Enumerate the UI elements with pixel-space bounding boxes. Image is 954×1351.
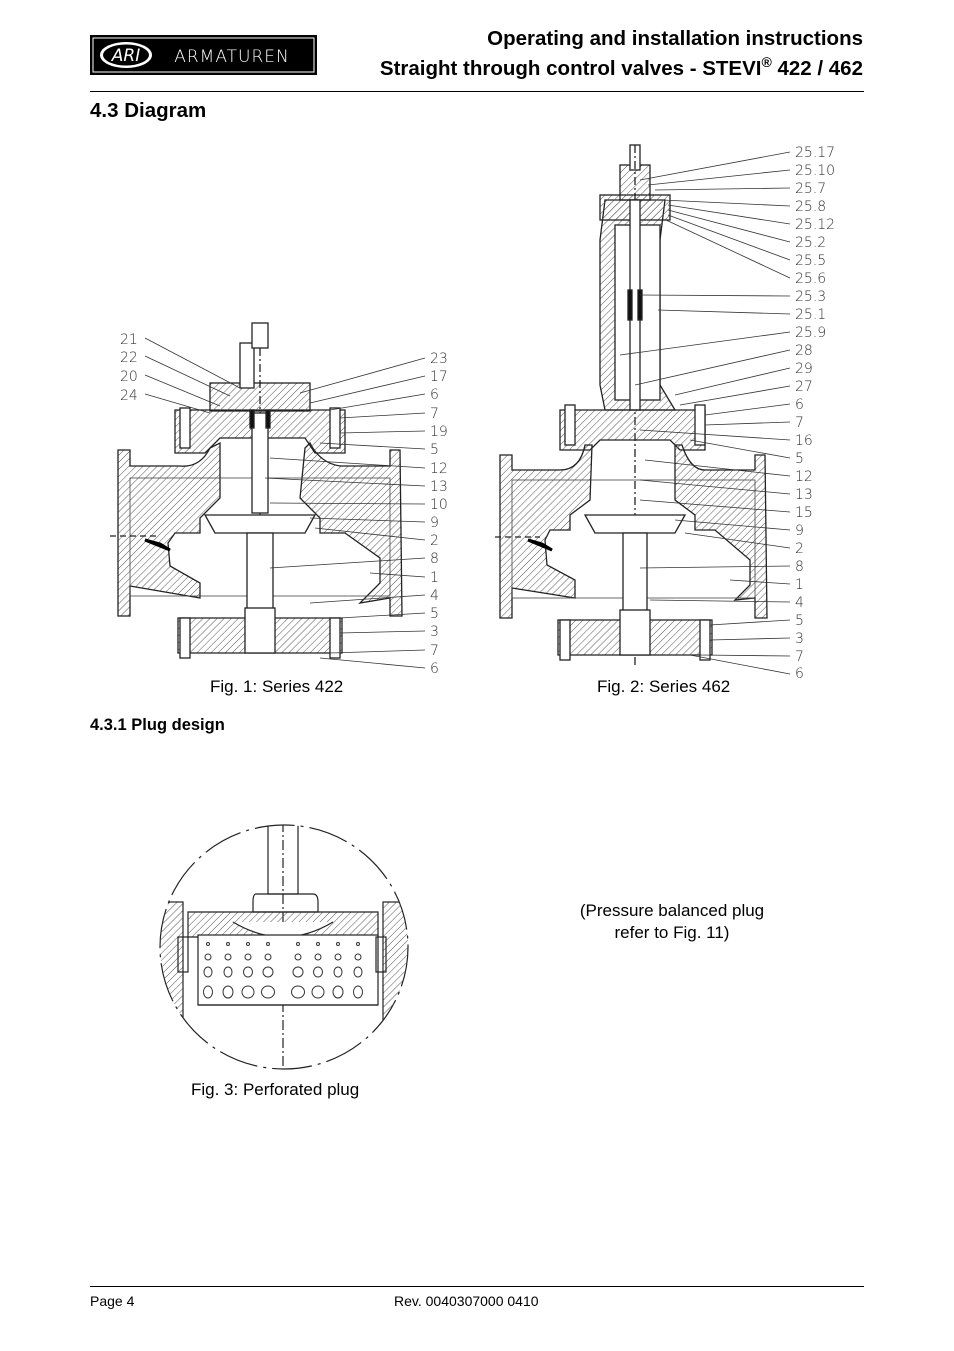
fig2-label: 1 [795,577,804,593]
fig1-label: 3 [430,624,439,640]
figure2-caption: Fig. 2: Series 462 [597,677,731,696]
ari-armaturen-logo: ARI ARMATUREN [90,35,317,75]
fig2-label: 13 [795,487,813,503]
fig1-label: 20 [120,369,138,385]
fig1-label: 21 [120,332,138,348]
svg-text:ARMATUREN: ARMATUREN [174,47,290,67]
fig2-label: 25.17 [795,145,835,161]
fig1-label: 6 [430,661,439,677]
fig2-label: 3 [795,631,804,647]
fig2-label: 5 [795,613,804,629]
note-line-1: (Pressure balanced plug [579,901,765,920]
fig2-label: 2 [795,541,804,557]
fig1-label: 9 [430,515,439,531]
fig1-label: 1 [430,570,439,586]
fig2-label: 25.8 [795,199,826,215]
figure3-caption: Fig. 3: Perforated plug [191,1080,360,1099]
fig2-label: 28 [795,343,813,359]
fig2-label: 15 [795,505,813,521]
fig2-label: 6 [795,397,804,413]
fig2-label: 25.2 [795,235,826,251]
page-number: Page 4 [90,1293,135,1309]
fig2-label: 25.12 [795,217,835,233]
section-heading: 4.3 Diagram [90,99,207,122]
fig2-label: 7 [795,649,804,665]
fig1-label: 24 [120,388,138,404]
fig1-label: 13 [430,479,448,495]
fig1-label: 12 [430,461,448,477]
fig1-label: 5 [430,442,439,458]
fig2-label: 25.7 [795,181,826,197]
fig2-label: 25.10 [795,163,835,179]
fig2-label: 9 [795,523,804,539]
fig2-label: 4 [795,595,804,611]
pressure-balanced-note: (Pressure balanced plug refer to Fig. 11… [560,900,784,944]
fig2-label: 12 [795,469,813,485]
note-line-2: refer to Fig. 11) [614,923,730,942]
fig2-label: 25.9 [795,325,826,341]
fig1-label: 4 [430,588,439,604]
fig1-label: 8 [430,551,439,567]
fig2-label: 25.5 [795,253,826,269]
fig1-label: 6 [430,387,439,403]
fig1-label: 5 [430,606,439,622]
document-title: Operating and installation instructions [487,27,863,50]
fig2-label: 7 [795,415,804,431]
figure1-caption: Fig. 1: Series 422 [210,677,344,696]
document-subtitle: Straight through control valves - STEVI®… [379,54,863,80]
svg-text:ARI: ARI [111,46,140,66]
fig2-label: 16 [795,433,813,449]
fig2-label: 25.6 [795,271,826,287]
fig1-label: 19 [430,424,448,440]
fig1-label: 7 [430,406,439,422]
figure-perforated-plug [159,824,409,1070]
fig2-label: 27 [795,379,813,395]
fig1-label: 2 [430,533,439,549]
header-rule [90,91,864,92]
fig1-label: 7 [430,643,439,659]
fig2-label: 29 [795,361,813,377]
fig1-label: 17 [430,369,448,385]
fig2-label: 25.3 [795,289,826,305]
fig2-label: 5 [795,451,804,467]
footer-rule [90,1286,864,1287]
figure-series-422: 21 22 20 24 23 17 6 7 19 5 12 13 10 9 2 … [110,322,448,677]
fig2-label: 6 [795,666,804,680]
fig1-label: 22 [120,350,138,366]
revision-number: Rev. 0040307000 0410 [394,1293,539,1309]
fig1-label: 10 [430,497,448,513]
fig2-label: 25.1 [795,307,826,323]
figure-series-462: 25.17 25.10 25.7 25.8 25.12 25.2 25.5 25… [495,144,835,680]
fig2-label: 8 [795,559,804,575]
subsection-heading: 4.3.1 Plug design [90,716,225,734]
fig1-label: 23 [430,351,448,367]
